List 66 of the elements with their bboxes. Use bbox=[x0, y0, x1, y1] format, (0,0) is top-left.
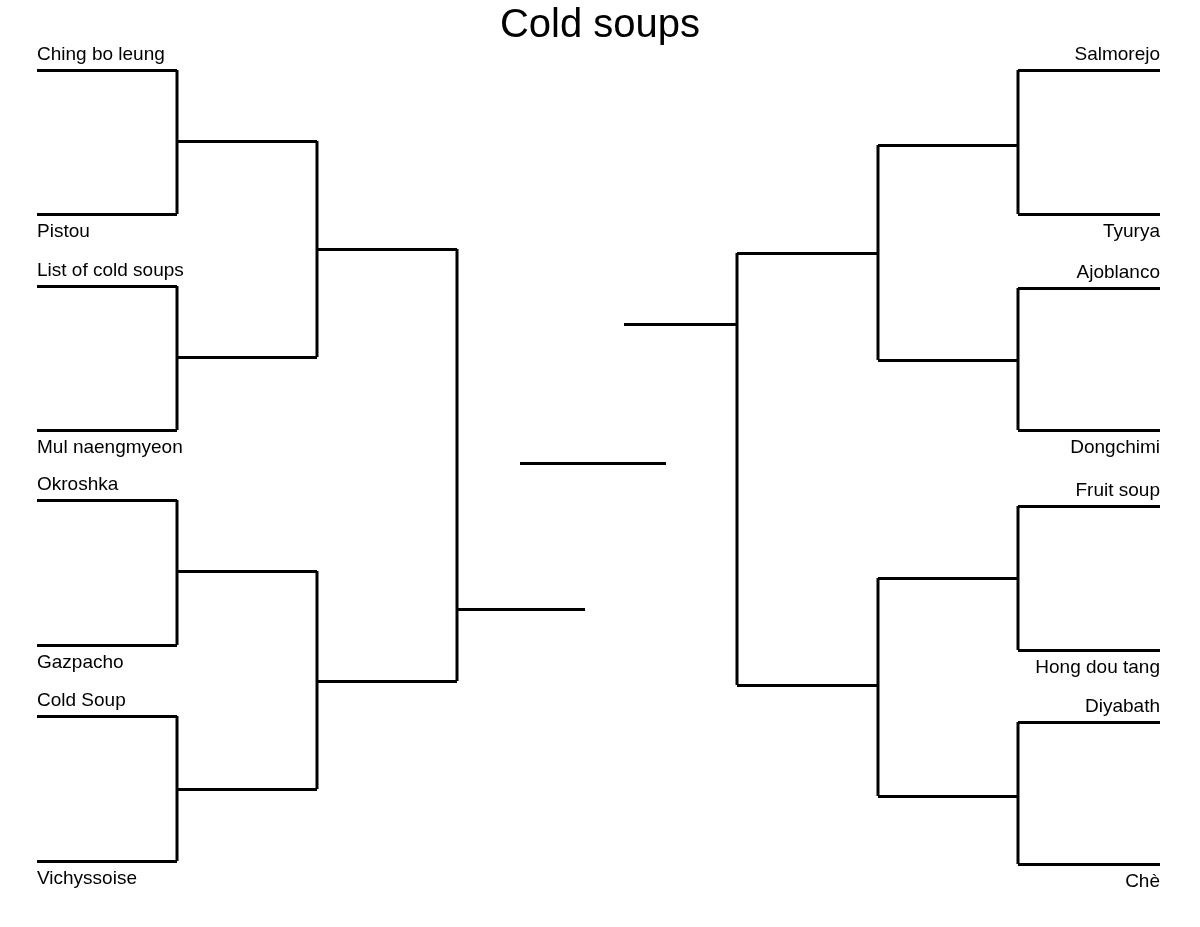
bracket-line bbox=[455, 609, 459, 681]
bracket-line bbox=[315, 681, 319, 789]
bracket-slot-line bbox=[878, 143, 1018, 147]
entrant-name: Tyurya bbox=[1102, 218, 1160, 243]
bracket-slot-line bbox=[177, 139, 317, 143]
bracket-line bbox=[175, 789, 179, 861]
entrant-name: Vichyssoise bbox=[37, 865, 137, 890]
entrant-name: Cold Soup bbox=[37, 687, 126, 712]
bracket-slot-line bbox=[737, 251, 878, 255]
entrant-name: Salmorejo bbox=[1074, 41, 1160, 66]
bracket-line bbox=[876, 253, 880, 360]
bracket-line bbox=[175, 500, 179, 571]
bracket-line bbox=[455, 249, 459, 609]
bracket-line bbox=[315, 249, 319, 357]
bracket-line bbox=[1016, 145, 1020, 214]
bracket-line bbox=[175, 357, 179, 430]
bracket-line bbox=[876, 578, 880, 685]
bracket-slot-line bbox=[177, 355, 317, 359]
bracket-line bbox=[1016, 506, 1020, 578]
bracket-line bbox=[175, 571, 179, 645]
bracket-slot bbox=[37, 643, 177, 674]
entrant-name: Okroshka bbox=[37, 471, 119, 496]
entrant-name: Gazpacho bbox=[37, 649, 124, 674]
bracket-line bbox=[175, 716, 179, 789]
bracket-line bbox=[175, 141, 179, 214]
entrant-name: Diyabath bbox=[1085, 693, 1160, 718]
bracket-slot-line bbox=[878, 576, 1018, 580]
bracket-line bbox=[1016, 288, 1020, 360]
title: Cold soups bbox=[498, 0, 702, 46]
bracket-line bbox=[735, 253, 739, 324]
bracket-line bbox=[1016, 70, 1020, 145]
entrant-name: Chè bbox=[1125, 868, 1160, 893]
bracket-slot-line bbox=[624, 322, 737, 326]
bracket-slot-line bbox=[457, 607, 585, 611]
bracket-line bbox=[1016, 360, 1020, 430]
bracket-line bbox=[735, 324, 739, 685]
bracket-line bbox=[175, 70, 179, 141]
bracket-slot-line bbox=[878, 794, 1018, 798]
bracket-slot bbox=[1018, 648, 1160, 679]
bracket-slot bbox=[37, 428, 183, 459]
bracket-slot-line bbox=[177, 569, 317, 573]
bracket-slot-line bbox=[317, 679, 457, 683]
bracket-line bbox=[1016, 796, 1020, 864]
bracket-line bbox=[876, 145, 880, 253]
bracket-slot-line bbox=[737, 683, 878, 687]
bracket-line bbox=[1016, 578, 1020, 650]
bracket-line bbox=[175, 286, 179, 357]
bracket-slot-line bbox=[317, 247, 457, 251]
bracket-line bbox=[1016, 722, 1020, 796]
entrant-name: Fruit soup bbox=[1075, 477, 1160, 502]
entrant-name: List of cold soups bbox=[37, 257, 184, 282]
bracket-line bbox=[315, 571, 319, 681]
bracket-line bbox=[876, 685, 880, 796]
bracket-slot-line bbox=[177, 787, 317, 791]
bracket-slot-line bbox=[520, 461, 666, 465]
bracket-slot bbox=[1018, 212, 1160, 243]
bracket-line bbox=[315, 141, 319, 249]
entrant-name: Dongchimi bbox=[1070, 434, 1160, 459]
entrant-name: Mul naengmyeon bbox=[37, 434, 183, 459]
bracket-slot-line bbox=[878, 358, 1018, 362]
bracket-slot bbox=[37, 859, 177, 890]
entrant-name: Ching bo leung bbox=[37, 41, 165, 66]
bracket-slot bbox=[1018, 428, 1160, 459]
entrant-name: Hong dou tang bbox=[1035, 654, 1160, 679]
entrant-name: Pistou bbox=[37, 218, 90, 243]
entrant-name: Ajoblanco bbox=[1076, 259, 1160, 284]
